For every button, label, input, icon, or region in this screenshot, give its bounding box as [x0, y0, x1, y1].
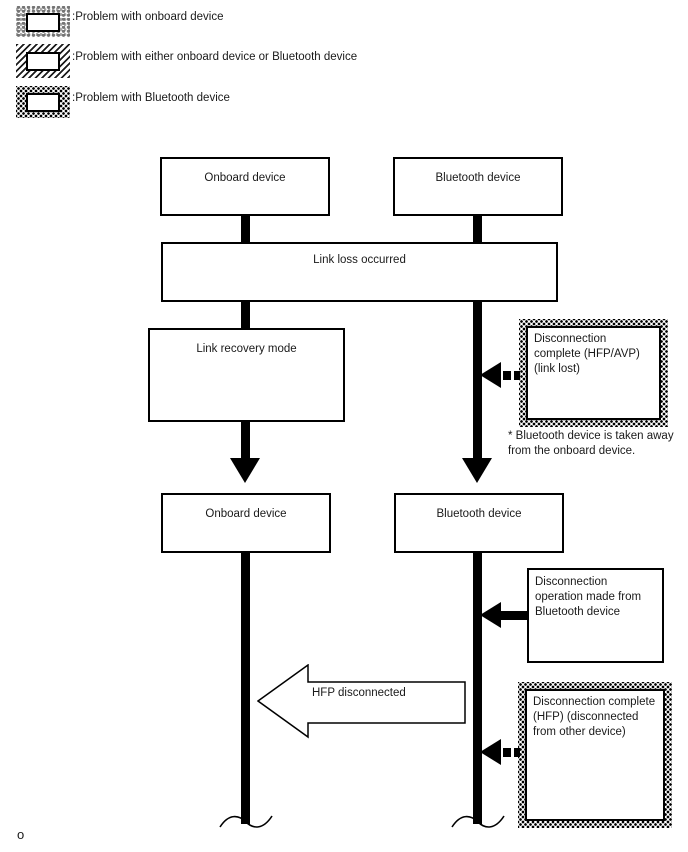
legend-label-onboard: :Problem with onboard device: [72, 11, 224, 23]
dashed-arrowhead-left-icon: [480, 362, 501, 388]
bluetooth-arrow-shaft: [473, 301, 482, 459]
node-link-loss: Link loss occurred: [161, 242, 558, 302]
callout-disconnect-hfp: Disconnection complete (HFP) (disconnect…: [525, 689, 665, 821]
dash-segment: [503, 748, 511, 757]
solid-arrowhead-left-icon: [480, 602, 501, 628]
hfp-disconnected-label: HFP disconnected: [312, 687, 406, 699]
node-disconnect-operation: Disconnection operation made from Blueto…: [527, 568, 664, 663]
dash-segment: [514, 748, 520, 757]
legend-swatch-bluetooth-icon: [16, 86, 70, 118]
node-onboard-device-top: Onboard device: [160, 157, 330, 216]
legend-label-either: :Problem with either onboard device or B…: [72, 51, 358, 63]
onboard-lifeline-segment: [241, 551, 250, 824]
legend-swatch-either-icon: [16, 44, 70, 78]
callout-disconnect-hfp-halo: Disconnection complete (HFP) (disconnect…: [518, 682, 672, 828]
bluetooth-lifeline-break-icon: [451, 815, 505, 828]
legend-swatch-onboard-icon: [16, 6, 70, 38]
legend-label-bluetooth: :Problem with Bluetooth device: [72, 92, 230, 104]
dashed-arrowhead-left-icon: [480, 739, 501, 765]
legend-swatch-inner-rect: [26, 12, 60, 32]
solid-arrow-shaft: [500, 611, 528, 620]
onboard-arrow-shaft: [241, 421, 250, 459]
bluetooth-lifeline-segment: [473, 215, 482, 243]
legend-swatch-inner-rect: [26, 92, 60, 112]
note-bluetooth-taken-away: * Bluetooth device is taken away from th…: [508, 430, 674, 457]
onboard-lifeline-segment: [241, 301, 250, 329]
page-footer-char: o: [17, 827, 25, 842]
bluetooth-lifeline-segment: [473, 551, 482, 824]
node-bluetooth-device-bottom: Bluetooth device: [394, 493, 564, 553]
dash-segment: [514, 371, 520, 380]
bluetooth-arrowhead-down-icon: [462, 458, 492, 483]
hfp-disconnected-arrow-shape: [257, 664, 466, 739]
dash-segment: [503, 371, 511, 380]
node-link-recovery: Link recovery mode: [148, 328, 345, 422]
onboard-lifeline-break-icon: [219, 815, 273, 828]
hfp-disconnected-arrow: [257, 664, 466, 739]
node-bluetooth-device-top: Bluetooth device: [393, 157, 563, 216]
callout-disconnect-hfp-avp: Disconnection complete (HFP/AVP) (link l…: [526, 326, 661, 420]
node-onboard-device-bottom: Onboard device: [161, 493, 331, 553]
callout-disconnect-hfp-avp-halo: Disconnection complete (HFP/AVP) (link l…: [519, 319, 668, 427]
legend-swatch-inner-rect: [26, 51, 60, 71]
onboard-lifeline-segment: [241, 215, 250, 243]
onboard-arrowhead-down-icon: [230, 458, 260, 483]
